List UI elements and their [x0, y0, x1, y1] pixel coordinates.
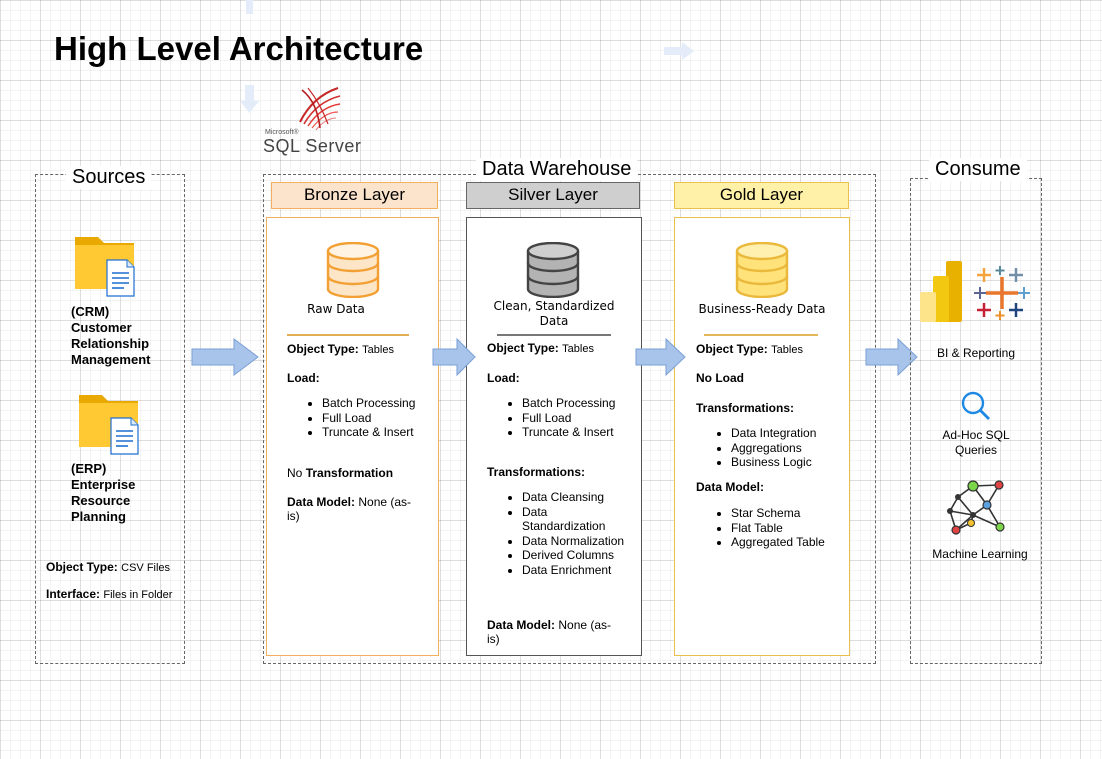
sources-interface: Interface: Files in Folder: [46, 587, 172, 601]
bronze-model-label: Data Model:: [287, 495, 356, 509]
machine-learning-network-icon: [947, 480, 1005, 535]
silver-load-list: Batch Processing Full Load Truncate & In…: [487, 396, 662, 440]
erp-code: (ERP): [71, 461, 107, 476]
gold-load-text: No Load: [696, 371, 744, 385]
bronze-layer-header: Bronze Layer: [271, 182, 438, 209]
gold-object-type-label: Object Type:: [696, 342, 768, 356]
silver-model-label: Data Model:: [487, 618, 556, 632]
bronze-transformation-prefix: No: [287, 466, 303, 480]
list-item: Data Cleansing: [522, 490, 627, 505]
bronze-load-text: Load:: [287, 371, 320, 385]
sources-object-type: Object Type: CSV Files: [46, 560, 170, 574]
bronze-data-model: Data Model: None (as-is): [287, 495, 419, 523]
silver-object-type-value: Tables: [562, 343, 594, 355]
list-item: Truncate & Insert: [522, 425, 662, 440]
bronze-divider: [287, 334, 409, 336]
bronze-object-type: Object Type: Tables: [287, 342, 394, 357]
gold-divider: [704, 334, 818, 336]
sql-server-logo-icon: [299, 87, 341, 131]
silver-layer-header: Silver Layer: [466, 182, 640, 209]
bronze-load-list: Batch Processing Full Load Truncate & In…: [287, 396, 462, 440]
silver-transformations-list: Data Cleansing Data Standardization Data…: [487, 490, 627, 578]
bronze-object-type-value: Tables: [362, 344, 394, 356]
page-title: High Level Architecture: [54, 30, 424, 67]
crm-folder-icon: [75, 237, 135, 297]
sources-object-type-value: CSV Files: [121, 562, 171, 574]
flow-arrow-icon: [635, 338, 686, 377]
silver-divider: [497, 334, 611, 336]
bi-reporting-label: BI & Reporting: [936, 346, 1016, 360]
silver-transformations-label: Transformations:: [487, 465, 585, 479]
gold-layer-header: Gold Layer: [674, 182, 849, 209]
silver-transformations-text: Transformations:: [487, 465, 586, 479]
gold-object-type: Object Type: Tables: [696, 342, 803, 357]
bronze-transformation-label: Transformation: [305, 466, 394, 480]
sources-object-type-label: Object Type:: [46, 560, 118, 574]
gold-model-text: Data Model:: [696, 480, 765, 494]
bronze-database-icon: [326, 242, 380, 298]
sources-interface-value: Files in Folder: [103, 589, 173, 601]
list-item: Batch Processing: [322, 396, 462, 411]
gold-load-label: No Load: [696, 371, 744, 385]
erp-folder-icon: [79, 395, 139, 455]
power-bi-icon: [920, 261, 962, 322]
silver-load-label: Load:: [487, 371, 520, 385]
faint-arrow-icon: [246, 0, 253, 14]
machine-learning-label: Machine Learning: [932, 547, 1028, 561]
adhoc-sql-label: Ad-Hoc SQL Queries: [942, 428, 1010, 457]
bronze-object-type-label: Object Type:: [287, 342, 359, 356]
silver-caption: Clean, Standardized Data: [493, 299, 615, 328]
consume-title: Consume: [929, 158, 1027, 181]
erp-name: Enterprise Resource Planning: [71, 477, 136, 524]
list-item: Star Schema: [731, 506, 871, 521]
gold-database-icon: [735, 242, 789, 298]
search-icon: [961, 391, 990, 420]
list-item: Full Load: [522, 411, 662, 426]
tableau-icon: [974, 266, 1030, 320]
list-item: Aggregations: [731, 441, 871, 456]
gold-model-list: Star Schema Flat Table Aggregated Table: [696, 506, 871, 550]
bronze-caption: Raw Data: [307, 302, 365, 316]
sources-interface-label: Interface:: [46, 587, 101, 601]
gold-transformations-list: Data Integration Aggregations Business L…: [696, 426, 871, 470]
gold-caption: Business-Ready Data: [698, 302, 826, 316]
warehouse-title: Data Warehouse: [476, 158, 638, 181]
list-item: Full Load: [322, 411, 462, 426]
gold-model-label: Data Model:: [696, 480, 764, 494]
bronze-transformation: No Transformation: [287, 466, 393, 480]
gold-transformations-label: Transformations:: [696, 401, 794, 415]
list-item: Data Enrichment: [522, 563, 627, 578]
list-item: Data Standardization: [522, 505, 627, 534]
bronze-load-label: Load:: [287, 371, 320, 385]
faint-arrow-icon: [664, 42, 694, 60]
list-item: Data Normalization: [522, 534, 627, 549]
sql-logo-small: Microsoft®: [265, 129, 299, 136]
list-item: Batch Processing: [522, 396, 662, 411]
flow-arrow-icon: [191, 338, 259, 376]
list-item: Derived Columns: [522, 548, 627, 563]
flow-arrow-icon: [432, 338, 476, 377]
silver-data-model: Data Model: None (as-is): [487, 618, 622, 646]
gold-object-type-value: Tables: [771, 344, 803, 356]
list-item: Business Logic: [731, 455, 871, 470]
gold-transformations-text: Transformations:: [696, 401, 795, 415]
silver-object-type-label: Object Type:: [487, 341, 559, 355]
crm-name: Customer Relationship Management: [71, 320, 151, 367]
silver-database-icon: [526, 242, 580, 298]
sources-title: Sources: [66, 166, 152, 189]
bronze-model-value: None (as-is): [287, 495, 412, 523]
list-item: Flat Table: [731, 521, 871, 536]
list-item: Truncate & Insert: [322, 425, 462, 440]
crm-code: (CRM): [71, 304, 110, 319]
list-item: Aggregated Table: [731, 535, 871, 550]
list-item: Data Integration: [731, 426, 871, 441]
silver-model-value: None (as-is): [487, 618, 612, 646]
silver-object-type: Object Type: Tables: [487, 341, 594, 356]
flow-arrow-icon: [865, 338, 918, 377]
silver-load-text: Load:: [487, 371, 520, 385]
faint-arrow-icon: [240, 85, 259, 113]
sql-logo-text: SQL Server: [263, 136, 362, 156]
